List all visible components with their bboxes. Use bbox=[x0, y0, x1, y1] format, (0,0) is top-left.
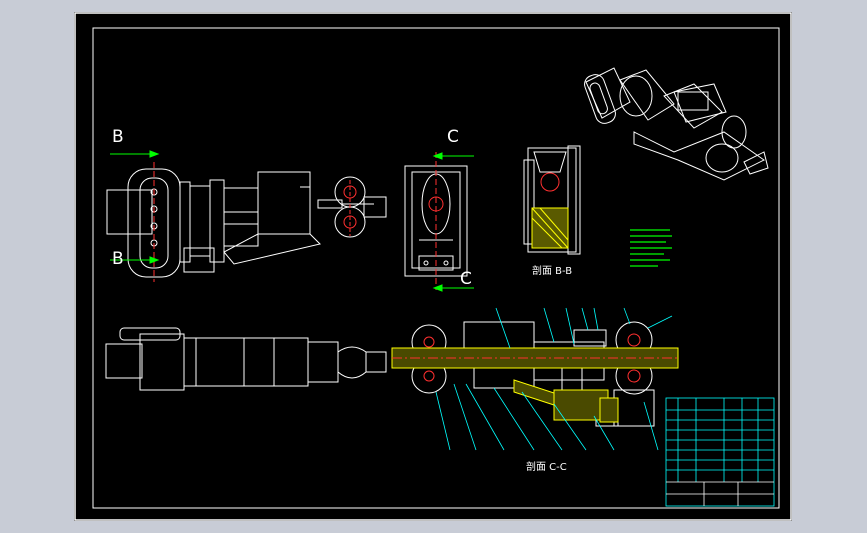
section-mark-c-top: C bbox=[447, 127, 459, 147]
section-mark-c-bottom: C bbox=[460, 269, 472, 289]
outer-border bbox=[74, 12, 792, 521]
top-view bbox=[105, 327, 387, 391]
isometric-assembly-icon bbox=[584, 67, 769, 181]
front-view bbox=[106, 162, 387, 282]
cad-drawing: B B C C 剖面 B-B bbox=[74, 12, 792, 521]
section-mark-b-top: B bbox=[112, 127, 124, 147]
shaft-section-hatch bbox=[391, 347, 679, 423]
inner-border bbox=[92, 27, 780, 509]
section-mark-b-bottom: B bbox=[112, 249, 124, 269]
section-arrow-icon bbox=[432, 152, 474, 292]
title-block bbox=[665, 397, 775, 507]
section-bb-caption: 剖面 B-B bbox=[532, 264, 572, 277]
section-cc-caption: 剖面 C-C bbox=[526, 460, 567, 473]
technical-notes bbox=[630, 229, 672, 267]
drawing-sheet: B B C C 剖面 B-B bbox=[74, 12, 792, 521]
side-view bbox=[404, 152, 468, 290]
section-bb-view bbox=[523, 145, 581, 255]
section-arrow-icon bbox=[110, 150, 160, 264]
balloon-leader-icon bbox=[435, 307, 673, 451]
